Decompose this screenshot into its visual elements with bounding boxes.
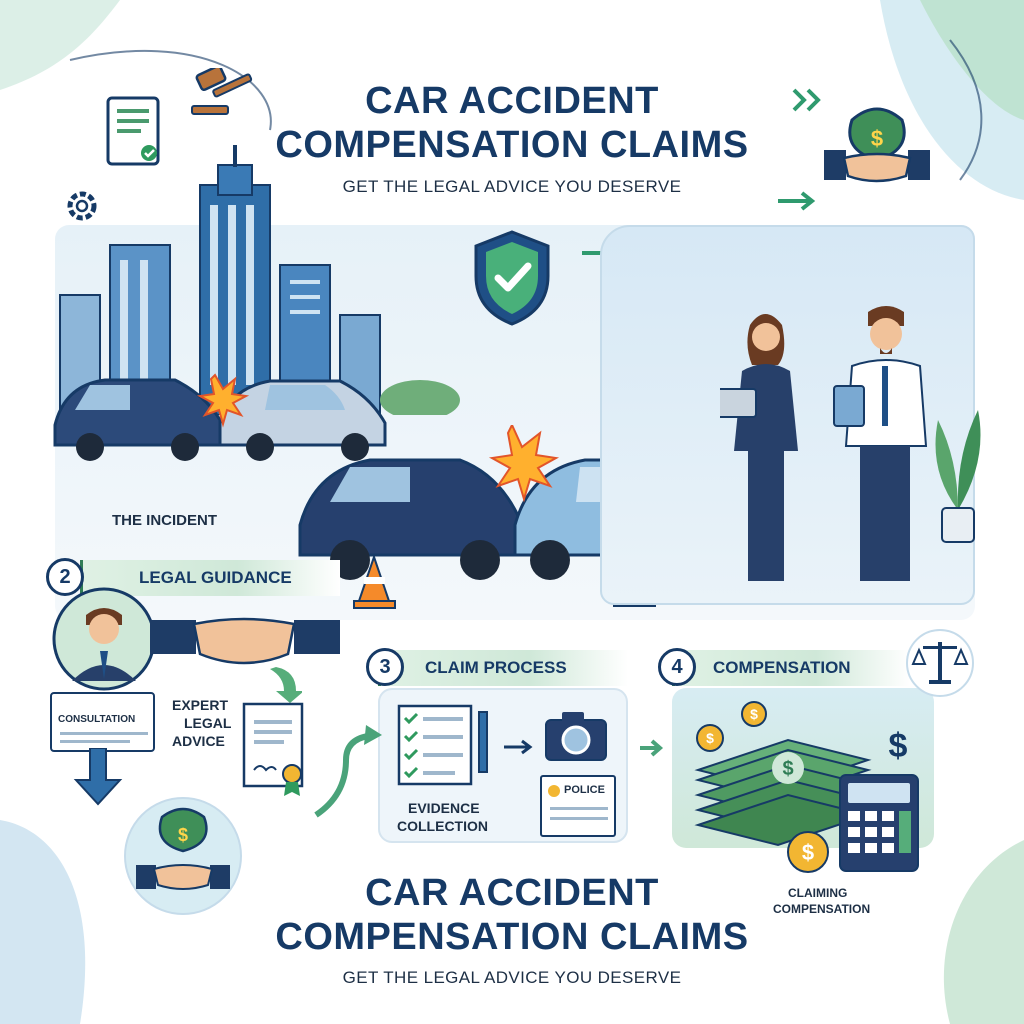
svg-text:$: $ [750,706,758,722]
dollar-sign-icon: $ [889,727,908,765]
svg-text:$: $ [889,727,908,765]
step-2-badge: 2 [46,558,84,596]
svg-text:$: $ [871,126,883,151]
svg-text:$: $ [178,825,188,845]
svg-text:$: $ [706,730,714,746]
scales-of-justice-icon [906,629,974,697]
expert-advice-line3: ADVICE [172,733,225,749]
plant-icon [935,410,981,543]
evidence-collection-line2: COLLECTION [397,818,488,834]
footer-subtitle: GET THE LEGAL ADVICE YOU DESERVE [342,968,682,987]
money-handshake-icon: $ [824,107,930,183]
header-title-line1: CAR ACCIDENT [365,80,659,122]
police-report-card: POLICE [540,775,616,837]
legal-guidance-banner: LEGAL GUIDANCE [80,560,340,596]
traffic-cone-icon [353,555,396,609]
lawyer-woman-illustration [720,314,798,581]
gear-icon [67,191,97,221]
consultation-label: CONSULTATION [58,714,136,725]
arrow-right-icon [778,191,816,211]
handshake-icon [150,617,340,665]
lawyer-man-illustration [833,306,928,581]
expert-advice-line1: EXPERT [172,697,229,713]
gold-coin-icon: $ [787,831,829,873]
svg-text:$: $ [782,758,793,780]
calculator-icon [839,774,919,872]
gavel-icon [191,68,253,115]
expert-advice-line2: LEGAL [184,715,232,731]
checklist-icon [397,704,488,786]
connector-arrow-icon [314,725,382,818]
footer-title-line2: COMPENSATION CLAIMS [275,916,749,958]
evidence-collection-line1: EVIDENCE [408,800,480,816]
double-chevron-icon [792,88,821,112]
blue-arrow-down-icon [73,748,123,806]
claim-process-label: CLAIM PROCESS [425,658,567,677]
step-3-badge: 3 [366,648,404,686]
claiming-compensation-line2: COMPENSATION [773,902,871,916]
document-check-icon [106,96,160,166]
money-handshake-circle-icon: $ [124,797,242,915]
header-title-line2: COMPENSATION CLAIMS [275,124,749,166]
compensation-banner: COMPENSATION [672,650,910,686]
claim-process-banner: CLAIM PROCESS [378,650,628,686]
police-badge-icon [548,785,560,797]
consultation-card: CONSULTATION [50,692,155,752]
police-label: POLICE [564,784,605,796]
lawyer-avatar [52,587,156,691]
svg-text:$: $ [802,840,814,865]
money-stack-icon: $ $ $ [694,701,872,847]
arrow-right-icon [640,739,664,757]
footer-title-line1: CAR ACCIDENT [365,872,659,914]
certificate-icon [242,702,304,796]
step-4-badge: 4 [658,648,696,686]
camera-icon [545,712,607,761]
compensation-label: COMPENSATION [713,658,851,677]
green-arrow-down-icon [270,667,302,703]
incident-label: THE INCIDENT [112,512,217,529]
arrow-right-icon [504,739,533,755]
city-skyline [59,145,460,415]
legal-guidance-label: LEGAL GUIDANCE [139,568,292,587]
claiming-compensation-line1: CLAIMING [788,886,848,900]
crashed-cars-small [53,373,387,461]
shield-check-icon [474,230,550,326]
header-subtitle: GET THE LEGAL ADVICE YOU DESERVE [342,177,682,196]
